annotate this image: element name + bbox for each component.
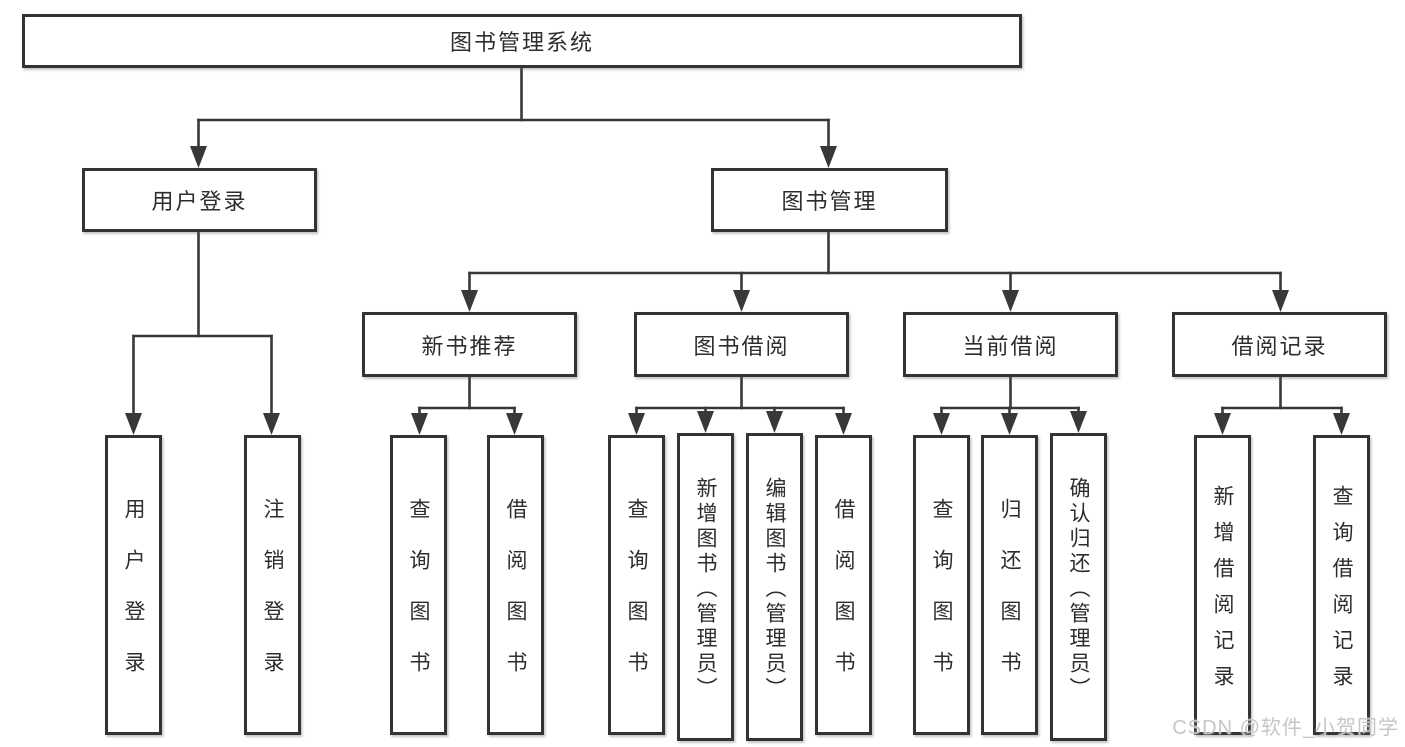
node-confirm-return-admin: 确认归还（管理员） (1050, 433, 1107, 741)
node-borrowing-records: 借阅记录 (1172, 312, 1387, 377)
node-current-borrowing-label: 当前借阅 (962, 333, 1059, 359)
node-new-book-recommendation-label: 新书推荐 (421, 333, 518, 359)
node-current-borrowing: 当前借阅 (903, 312, 1118, 377)
arrowheads (125, 146, 1350, 435)
node-return-books: 归还图书 (981, 435, 1038, 735)
node-new-book-recommendation: 新书推荐 (362, 312, 577, 377)
node-borrow-books: 借阅图书 (815, 435, 872, 735)
node-book-management-label: 图书管理 (781, 189, 878, 214)
node-search-books-recommend: 查询图书 (390, 435, 447, 735)
node-user-login-action: 用户登录 (105, 435, 162, 735)
node-root: 图书管理系统 (22, 14, 1022, 68)
watermark-text: CSDN @软件_小贺同学 (1172, 717, 1399, 739)
node-book-management: 图书管理 (711, 168, 948, 232)
node-search-books-borrowing: 查询图书 (608, 435, 665, 735)
node-book-borrowing-label: 图书借阅 (693, 333, 790, 359)
node-root-label: 图书管理系统 (449, 30, 594, 55)
node-book-borrowing: 图书借阅 (634, 312, 849, 377)
node-borrowing-records-label: 借阅记录 (1231, 333, 1328, 359)
node-add-borrow-record: 新增借阅记录 (1194, 435, 1251, 735)
node-user-login: 用户登录 (82, 168, 317, 232)
node-user-login-label: 用户登录 (151, 189, 248, 214)
node-edit-books-admin: 编辑图书（管理员） (746, 433, 803, 741)
node-logout-action: 注销登录 (244, 435, 301, 735)
node-search-borrow-record: 查询借阅记录 (1313, 435, 1370, 735)
node-search-books-current: 查询图书 (913, 435, 970, 735)
node-borrow-books-recommend: 借阅图书 (487, 435, 544, 735)
node-add-books-admin: 新增图书（管理员） (677, 433, 734, 741)
